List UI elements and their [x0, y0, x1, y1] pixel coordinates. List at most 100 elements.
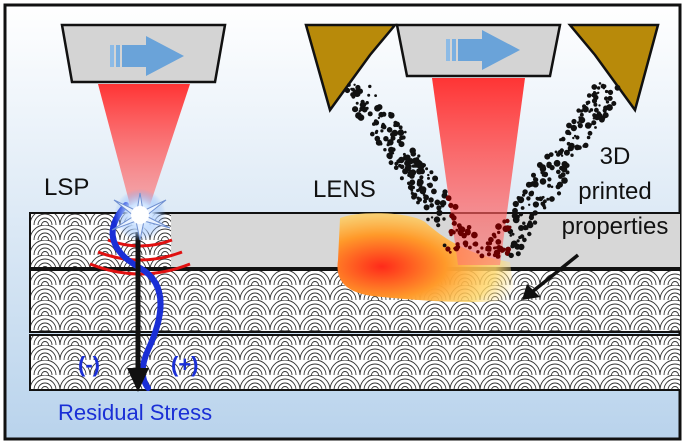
starburst-icon [111, 189, 171, 241]
powder-particle [516, 239, 520, 243]
powder-particle [522, 193, 526, 197]
powder-particle [528, 203, 531, 206]
powder-particle [423, 204, 430, 211]
depth-arrow [127, 232, 149, 392]
lens-nozzle-left [304, 23, 398, 113]
powder-particle [374, 130, 378, 135]
powder-particle [549, 196, 555, 202]
powder-particle [518, 212, 524, 217]
powder-particle [561, 177, 568, 184]
powder-particle [526, 196, 531, 201]
powder-particle [471, 231, 478, 239]
lens-nozzle-right [567, 23, 660, 113]
powder-particle [451, 230, 456, 235]
powder-particle [522, 189, 528, 195]
powder-particle [458, 225, 463, 231]
powder-particle [455, 242, 460, 247]
powder-particle [442, 189, 448, 195]
powder-particle [425, 167, 429, 171]
powder-particle [416, 196, 420, 200]
powder-particle [422, 193, 426, 197]
powder-particle [486, 252, 492, 257]
powder-particle [559, 138, 563, 142]
compressive-sign-label: (-) [78, 352, 100, 377]
powder-particle [468, 245, 472, 250]
powder-particle [546, 197, 550, 201]
powder-particle [451, 220, 457, 226]
powder-particle [527, 231, 532, 237]
powder-particle [604, 96, 609, 101]
powder-particle [416, 200, 420, 205]
powder-particle [420, 186, 427, 193]
powder-particle [518, 225, 525, 231]
powder-particle [520, 206, 525, 210]
powder-particle [489, 238, 493, 242]
powder-particle [361, 108, 365, 111]
powder-particle [579, 112, 584, 117]
powder-particle [453, 247, 456, 250]
powder-particle [522, 237, 527, 243]
powder-particle [513, 212, 518, 217]
powder-particle [556, 191, 562, 196]
powder-particle [544, 153, 551, 160]
lens-head [395, 23, 562, 78]
powder-particle [427, 182, 434, 189]
powder-particle [528, 214, 535, 221]
powder-particle [528, 192, 533, 197]
powder-particle [526, 227, 529, 230]
powder-particle [373, 119, 378, 123]
powder-particle [591, 98, 598, 104]
powder-particle [547, 183, 552, 188]
powder-particle [466, 225, 472, 230]
powder-particle [508, 252, 514, 259]
powder-particle [592, 117, 596, 120]
powder-particle [402, 168, 409, 175]
powder-particle [532, 201, 540, 208]
powder-particle [411, 194, 417, 200]
powder-particle [355, 112, 362, 119]
powder-particle [421, 162, 425, 166]
powder-particle [494, 246, 498, 249]
powder-particle [531, 181, 535, 185]
powder-particle [566, 122, 572, 129]
powder-particle [453, 246, 460, 252]
powder-particle [504, 225, 511, 232]
powder-particle [381, 124, 387, 130]
powder-particle [375, 139, 382, 146]
powder-particle [445, 246, 451, 252]
powder-particle [501, 247, 506, 252]
powder-particle [556, 169, 561, 175]
powder-particle [442, 217, 446, 221]
powder-particle [607, 89, 614, 95]
powder-particle [543, 199, 547, 204]
powder-particle [455, 228, 459, 232]
powder-particle [352, 106, 359, 113]
powder-particle [495, 223, 502, 230]
powder-particle [539, 165, 547, 173]
powder-particle [584, 122, 592, 129]
powder-particle [399, 129, 403, 133]
right-arrow-icon [446, 30, 520, 70]
powder-particle [404, 154, 411, 161]
powder-particle [541, 195, 545, 199]
powder-particle [464, 228, 471, 235]
powder-particle [411, 185, 415, 190]
powder-particle [399, 135, 404, 141]
powder-particle [492, 253, 497, 258]
powder-particle [542, 203, 546, 208]
powder-particle [448, 250, 452, 254]
powder-particle [388, 112, 395, 119]
powder-particle [386, 152, 393, 159]
powder-particle [429, 203, 435, 208]
powder-particle [598, 104, 601, 107]
powder-particle [518, 243, 525, 251]
powder-particle [578, 116, 581, 119]
powder-particle [583, 142, 589, 148]
powder-particle [383, 148, 387, 152]
printed-properties-label-line3: properties [562, 213, 669, 240]
powder-particle [557, 149, 563, 156]
powder-particle [359, 101, 367, 109]
powder-particle [419, 175, 424, 180]
powder-particle [480, 246, 484, 250]
